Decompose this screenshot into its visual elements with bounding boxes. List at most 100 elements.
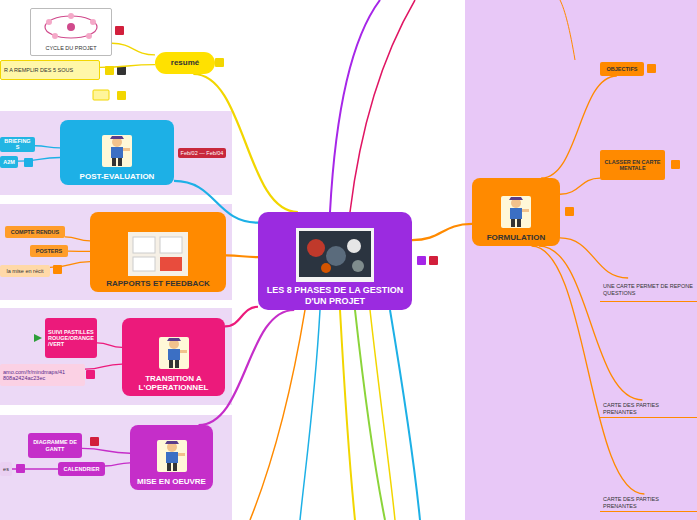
- node-text: RAPPORTS ET FEEDBACK: [93, 279, 223, 288]
- connector-path: [226, 255, 258, 257]
- mind-map-node: es: [0, 462, 12, 476]
- mind-map-node: BRIEFINGS: [0, 137, 35, 152]
- mind-map-node: amo.com/fr/mindmaps/41 808a2424ac23ec: [0, 364, 85, 386]
- node-text: amo.com/fr/mindmaps/41 808a2424ac23ec: [3, 369, 82, 382]
- share-icon: [24, 158, 33, 167]
- node-text: OBJECTIFS: [603, 66, 641, 72]
- figure-icon: [155, 438, 189, 474]
- menu-icon: [565, 207, 574, 216]
- mind-map-node: TRANSITION A L'OPERATIONNEL: [122, 318, 225, 396]
- share-icon: [86, 370, 95, 379]
- node-text: MISE EN OEUVRE: [133, 477, 210, 486]
- branch-connector: [560, 178, 600, 194]
- branch-connector: [50, 262, 90, 268]
- branch-connector: [85, 364, 122, 369]
- connector-path: [50, 262, 90, 268]
- connector-path: [97, 343, 122, 348]
- connector-path: [112, 43, 155, 55]
- branch-line: [370, 310, 395, 520]
- mind-map-node: LES 8 PHASES DE LA GESTION D'UN PROJET: [258, 212, 412, 310]
- connector-path: [412, 224, 472, 240]
- branch-line: [300, 310, 320, 520]
- flag-icon: [34, 334, 42, 342]
- node-illustration: [128, 232, 188, 276]
- node-text: CALENDRIER: [61, 466, 102, 472]
- connector-path: [82, 448, 130, 453]
- node-illustration: [155, 438, 189, 474]
- mind-map-node: CALENDRIER: [58, 462, 105, 476]
- report-image: [128, 232, 188, 276]
- left-band: [0, 204, 232, 300]
- mind-map-node: OBJECTIFS: [600, 62, 644, 76]
- node-text: A2M: [3, 159, 15, 165]
- branch-connector: [65, 237, 90, 241]
- branch-connector: [539, 246, 643, 400]
- connector-path: [560, 178, 600, 194]
- branch-line: [350, 0, 415, 212]
- connector-path: [225, 307, 258, 327]
- mind-map-node: A2M: [0, 156, 18, 168]
- mind-map-node: DIAGRAMME DE GANTT: [28, 433, 82, 458]
- connector-path: [18, 158, 60, 162]
- node-text: BRIEFINGS: [3, 138, 32, 151]
- connector-path: [105, 463, 130, 466]
- node-illustration: [499, 194, 533, 230]
- branch-connector: [97, 343, 122, 348]
- share-icon: [117, 91, 126, 100]
- node-text: LES 8 PHASES DE LA GESTION D'UN PROJET: [261, 285, 409, 306]
- connector-path: [193, 74, 298, 212]
- node-text: CYCLE DU PROJET: [34, 45, 108, 51]
- branch-connector: [68, 251, 90, 252]
- date-tag: Feb/02 — Feb/04: [178, 148, 226, 158]
- branch-connector: [226, 255, 258, 257]
- figure-icon: [100, 133, 134, 169]
- branch-connector: [12, 469, 58, 470]
- node-text: POST-EVALUATION: [63, 172, 171, 181]
- mind-map-node: POST-EVALUATION: [60, 120, 174, 185]
- node-text: COMPTE RENDUS: [8, 229, 62, 235]
- node-text: R A REMPLIR DES 5 SOUS: [4, 67, 96, 73]
- node-text: FORMULATION: [475, 233, 557, 242]
- branch-connector: [82, 448, 130, 453]
- mind-map-node: CARTE DES PARTIES PRENANTES: [600, 494, 697, 512]
- node-text: DIAGRAMME DE GANTT: [31, 439, 79, 452]
- mind-map-node: R A REMPLIR DES 5 SOUS: [0, 60, 100, 80]
- mind-map-node: SUIVI PASTILLES ROUGE/ORANGE/VERT: [45, 318, 97, 358]
- empty-box: [93, 90, 109, 100]
- node-text: POSTERS: [33, 248, 65, 254]
- branch-connector: [225, 307, 258, 327]
- connector-path: [65, 237, 90, 241]
- share-icon: [429, 256, 438, 265]
- branch-line: [390, 310, 420, 520]
- left-band: [0, 415, 232, 520]
- branch-line: [560, 0, 575, 60]
- mind-map-node: COMPTE RENDUS: [5, 226, 65, 238]
- mind-map-node: FORMULATION: [472, 178, 560, 246]
- menu-icon: [671, 160, 680, 169]
- branch-connector: [18, 158, 60, 162]
- node-text: CARTE DES PARTIES PRENANTES: [603, 496, 694, 509]
- node-illustration: [100, 133, 134, 169]
- branch-connector: [193, 74, 298, 212]
- connector-path: [12, 468, 58, 469]
- cycle-image: [41, 12, 101, 42]
- node-text: SUIVI PASTILLES ROUGE/ORANGE/VERT: [48, 329, 94, 348]
- mind-map-node: CARTE DES PARTIES PRENANTES: [600, 400, 697, 418]
- menu-icon: [215, 58, 224, 67]
- node-text: resumé: [158, 58, 212, 67]
- node-illustration: [41, 12, 101, 42]
- node-text: CARTE DES PARTIES PRENANTES: [603, 402, 694, 415]
- figure-icon: [499, 194, 533, 230]
- figure-icon: [157, 335, 191, 371]
- node-text: la mise en récit: [3, 268, 47, 274]
- branch-line: [355, 310, 385, 520]
- right-panel: [465, 0, 697, 520]
- menu-icon: [417, 256, 426, 265]
- share-icon: [115, 26, 124, 35]
- project-image: [296, 228, 374, 282]
- menu-icon: [647, 64, 656, 73]
- mind-map-node: CLASSER EN CARTE MENTALE: [600, 150, 665, 180]
- share-icon: [90, 437, 99, 446]
- branch-connector: [112, 43, 155, 55]
- mind-map-node: la mise en récit: [0, 265, 50, 277]
